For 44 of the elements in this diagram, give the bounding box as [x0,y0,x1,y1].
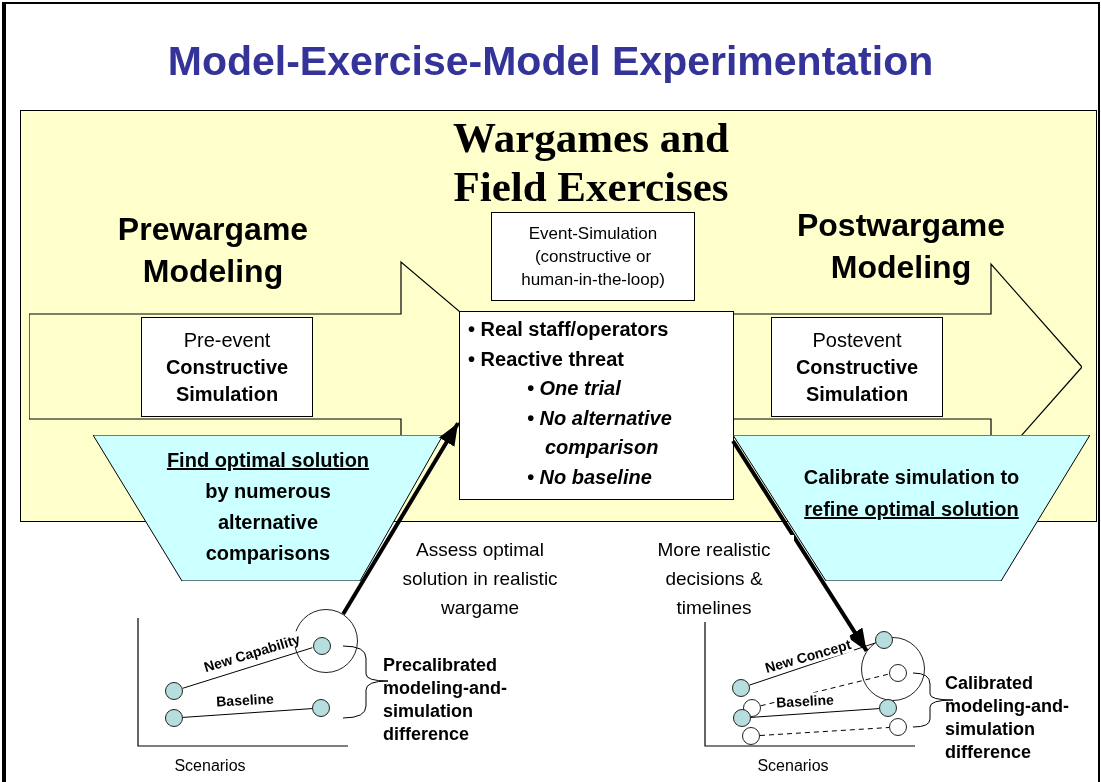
process-box [141,317,313,417]
data-point [879,699,897,717]
data-point [889,664,907,682]
process-box [771,317,943,417]
page-title: Model-Exercise-Model Experimentation [166,38,935,85]
arrow [731,439,869,652]
arrow-heading: Prewargame Modeling [116,210,310,291]
box-text: Postevent [811,327,903,353]
data-point [742,727,760,745]
box-text: Constructive Simulation [794,354,920,407]
data-point [889,718,907,736]
bullet-item: • Reactive threat [468,346,625,372]
box-text: Event-Simulation (constructive or human-in-the-loop) [520,223,666,291]
band-title: Wargames and Field Exercises [452,113,730,211]
funnel-text: Calibrate simulation to [803,466,1020,488]
bracket-label: Precalibrated modeling-and-simulation difference [383,654,508,746]
data-point [733,709,751,727]
axis-label: Scenarios [756,756,830,776]
funnel-text: by numerous alternative comparisons [204,479,332,566]
funnel-text: refine optimal solution [804,498,1019,520]
data-point [732,679,750,697]
process-box [491,212,695,301]
connector-line [182,708,313,718]
bracket-label: Calibrated modeling-and-simulation difference [945,672,1070,764]
process-box [459,311,734,500]
bullet-item: • Real staff/operators [468,317,670,342]
connector-line [182,647,313,689]
bullet-item: • One trial [527,376,622,401]
edge-label: Baseline [774,691,836,711]
bullet-item: • No baseline [527,464,653,490]
connector-line [750,708,880,718]
data-point [313,637,331,655]
box-text: Constructive Simulation [164,354,290,407]
arrow-heading: Postwargame Modeling [795,206,1007,287]
data-point [165,709,183,727]
bullet-item: • No alternative comparison [527,405,673,460]
funnel-text: Find optimal solution [166,448,370,473]
box-text: Pre-event [182,327,272,353]
data-point [312,699,330,717]
axis-label: Scenarios [173,756,247,776]
data-point [165,682,183,700]
connector-line [759,727,890,736]
data-point [875,631,893,649]
arrow [341,422,460,616]
